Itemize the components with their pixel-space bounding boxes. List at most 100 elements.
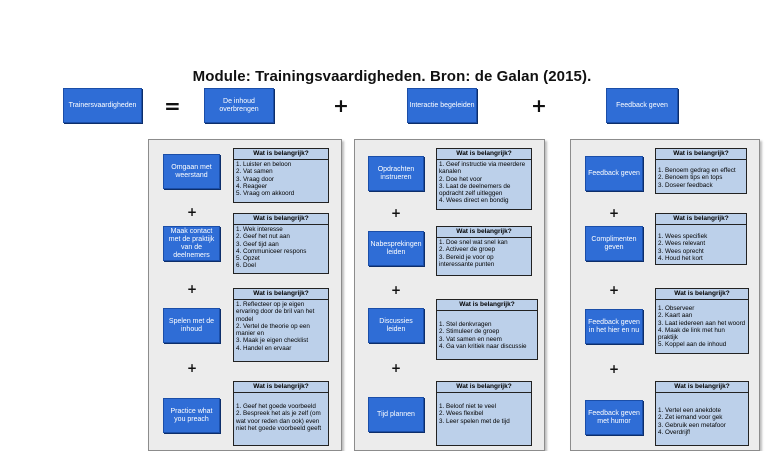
info-item: niet het goede voorbeeld geeft (236, 424, 322, 432)
info-header: Wat is belangrijk? (437, 382, 531, 393)
plus-sign: + (609, 362, 620, 376)
skill-label: Feedback geven met humor (588, 409, 640, 425)
info-item: 2. Wees flexibel (439, 410, 484, 418)
plus-sign: + (187, 282, 198, 296)
info-item: 1. Reflecteer op je eigen (236, 301, 305, 308)
trainersvaardigheden-box: Trainersvaardigheden (63, 88, 142, 123)
info-item: 2. Kaart aan (658, 312, 693, 320)
info-item: 3. Vraag door (236, 175, 274, 183)
info-item: model (236, 315, 254, 323)
skill-label: Discussies leiden (379, 317, 413, 333)
info-box: Wat is belangrijk? 1. Geef instructie vi… (436, 148, 532, 210)
skill-label: Spelen met de inhoud (168, 317, 215, 333)
info-item: 1. Geef instructie via meerdere (439, 161, 526, 168)
skill-label: Maak contact met de praktijk van de deel… (168, 227, 215, 259)
info-header: Wat is belangrijk? (234, 289, 328, 300)
info-item: 2. Geef het nut aan (236, 233, 290, 241)
skill-box: Feedback geven in het hier en nu (585, 309, 643, 344)
info-item: 2. Bespreek het als je zelf (om (236, 410, 321, 418)
info-item: 1. Vertel een anekdote (658, 407, 722, 414)
info-item: 3. Laat de deelnemers de (439, 182, 511, 190)
skill-box: Spelen met de inhoud (163, 308, 220, 343)
skill-label: Feedback geven in het hier en nu (588, 318, 640, 334)
plus-sign: + (531, 95, 547, 117)
info-item: 1. Geef het goede voorbeeld (236, 403, 316, 410)
info-header: Wat is belangrijk? (437, 300, 537, 311)
info-header: Wat is belangrijk? (656, 214, 746, 225)
info-item: 1. Observeer (658, 305, 695, 312)
skill-box: Opdrachten instrueren (368, 156, 424, 191)
plus-sign: + (609, 283, 620, 297)
skill-box: Feedback geven (585, 156, 643, 191)
info-item: 4. Handel en ervaar (236, 344, 292, 352)
skill-box: Feedback geven met humor (585, 400, 643, 435)
info-item: 4. Houd het kort (658, 254, 703, 262)
feedback-geven-label: Feedback geven (616, 101, 668, 109)
info-item: 2. Activeer de groep (439, 246, 496, 254)
skill-box: Nabesprekingen leiden (368, 231, 424, 266)
info-header: Wat is belangrijk? (437, 149, 531, 160)
info-item: 4. Reageer (236, 182, 268, 190)
plus-sign: + (391, 206, 402, 220)
info-item: wat voor reden dan ook) even (236, 417, 320, 425)
info-item: 4. Overdrijf! (658, 428, 691, 436)
info-item: 6. Doel (236, 262, 256, 270)
plus-sign: + (391, 361, 402, 375)
skill-label: Tijd plannen (377, 410, 415, 418)
info-item: ervaring door de bril van het (236, 308, 315, 316)
skill-box: Maak contact met de praktijk van de deel… (163, 226, 220, 261)
info-box: Wat is belangrijk? 1. Doe snel wat snel … (436, 226, 532, 276)
plus-sign: + (187, 361, 198, 375)
info-item: 5. Koppel aan de inhoud (658, 341, 727, 349)
info-box: Wat is belangrijk? 1. Vertel een anekdot… (655, 381, 749, 446)
info-item: praktijk (658, 334, 678, 342)
info-item: 2. Stimuleer de groep (439, 328, 500, 336)
page-title: Module: Trainingsvaardigheden. Bron: de … (192, 68, 592, 85)
info-header: Wat is belangrijk? (656, 149, 746, 160)
info-box: Wat is belangrijk? 1. Beloof niet te vee… (436, 381, 532, 446)
info-item: 1. Beloof niet te veel (439, 403, 497, 410)
panel-feedback-geven: Feedback geven Wat is belangrijk? 1. Ben… (570, 139, 760, 451)
equals-sign: = (164, 94, 181, 118)
plus-sign: + (187, 205, 198, 219)
skill-box: Tijd plannen (368, 397, 424, 432)
info-item: interessante punten (439, 260, 495, 268)
info-item: 1. Doe snel wat snel kan (439, 239, 508, 246)
info-item: 3. Doseer feedback (658, 181, 713, 189)
skill-label: Complimenten geven (591, 235, 637, 251)
plus-sign: + (333, 95, 349, 117)
info-item: 3. Bereid je voor op (439, 253, 494, 261)
info-item: manier en (236, 330, 265, 338)
info-item: kanalen (439, 168, 462, 176)
interactie-begeleiden-box: Interactie begeleiden (407, 88, 477, 123)
info-item: 2. Zet iemand voor gek (658, 414, 723, 422)
skill-label: Nabesprekingen leiden (370, 240, 422, 256)
info-item: 2. Doe het voor (439, 175, 483, 183)
info-item: 1. Benoem gedrag en effect (658, 167, 736, 174)
info-box: Wat is belangrijk? 1. Geef het goede voo… (233, 381, 329, 446)
info-item: 4. Wees direct en bondig (439, 197, 509, 205)
info-header: Wat is belangrijk? (234, 382, 328, 393)
panel-interactie-begeleiden: Opdrachten instrueren Wat is belangrijk?… (354, 139, 545, 451)
info-item: 3. Leer spelen met de tijd (439, 417, 510, 425)
info-header: Wat is belangrijk? (234, 214, 328, 225)
info-item: 2. Vat samen (236, 168, 273, 176)
info-item: 3. Laat iedereen aan het woord (658, 319, 746, 327)
info-header: Wat is belangrijk? (656, 382, 748, 393)
trainersvaardigheden-label: Trainersvaardigheden (68, 101, 137, 109)
skill-label: Practice what you preach (170, 407, 213, 423)
skill-box: Practice what you preach (163, 398, 220, 433)
info-item: opdracht zelf uitleggen (439, 190, 503, 198)
info-item: 2. Wees relevant (658, 240, 706, 248)
info-box: Wat is belangrijk? 1. Benoem gedrag en e… (655, 148, 747, 194)
info-item: 1. Wek interesse (236, 226, 283, 233)
inhoud-overbrengen-label: De inhoud overbrengen (219, 97, 259, 113)
skill-label: Opdrachten instrueren (377, 165, 415, 181)
info-header: Wat is belangrijk? (234, 149, 328, 160)
info-item: 3. Geef tijd aan (236, 240, 279, 248)
plus-sign: + (609, 206, 620, 220)
